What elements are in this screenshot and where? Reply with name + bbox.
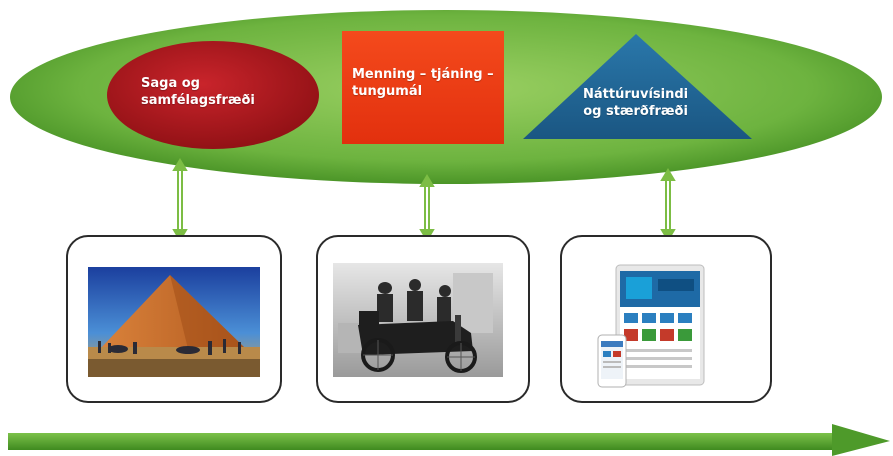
culture-label: Menning – tjáning – tungumál <box>352 66 494 100</box>
culture-square <box>342 31 504 144</box>
science-triangle <box>523 34 752 139</box>
timeline-arrow <box>8 424 890 456</box>
connector-arrow-3 <box>660 168 676 242</box>
history-label-line1: Saga og <box>141 76 200 91</box>
vintage-car-photo <box>333 263 503 377</box>
pyramid-photo <box>88 267 260 377</box>
tablet-phone-photo <box>597 264 705 388</box>
science-label-line2: og stærðfræði <box>583 104 688 119</box>
card-tablet-phone <box>560 235 772 403</box>
culture-label-line1: Menning – tjáning – <box>352 67 494 82</box>
history-circle <box>107 41 319 149</box>
connector-arrow-1 <box>172 158 188 242</box>
science-label-line1: Náttúruvísindi <box>583 87 689 102</box>
connector-arrow-2 <box>419 174 435 242</box>
science-label: Náttúruvísindi og stærðfræði <box>583 86 688 120</box>
culture-label-line2: tungumál <box>352 84 423 99</box>
history-label: Saga og samfélagsfræði <box>141 75 255 109</box>
history-label-line2: samfélagsfræði <box>141 93 255 108</box>
card-pyramid <box>66 235 282 403</box>
card-vintage-car <box>316 235 530 403</box>
